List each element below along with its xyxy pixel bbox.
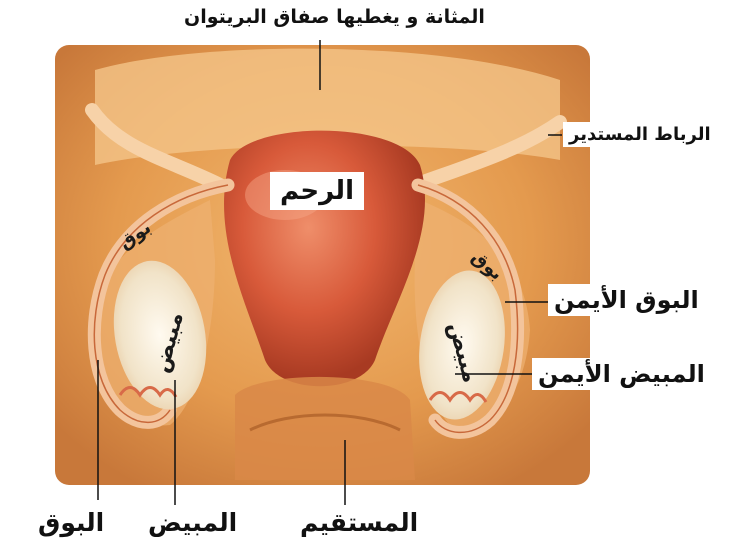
label-round-ligament: الرباط المستدير bbox=[563, 122, 717, 147]
label-rectum: المستقيم bbox=[300, 508, 418, 537]
label-right-tube: البوق الأيمن bbox=[548, 284, 705, 316]
label-right-ovary: المبيض الأيمن bbox=[532, 358, 711, 390]
label-bladder: المثانة و يغطيها صفاق البريتوان bbox=[178, 4, 491, 30]
rectum bbox=[235, 377, 415, 480]
label-uterus: الرحم bbox=[270, 172, 364, 210]
label-ovary-bottom: المبيض bbox=[148, 508, 237, 537]
label-tube-bottom: البوق bbox=[38, 508, 104, 537]
